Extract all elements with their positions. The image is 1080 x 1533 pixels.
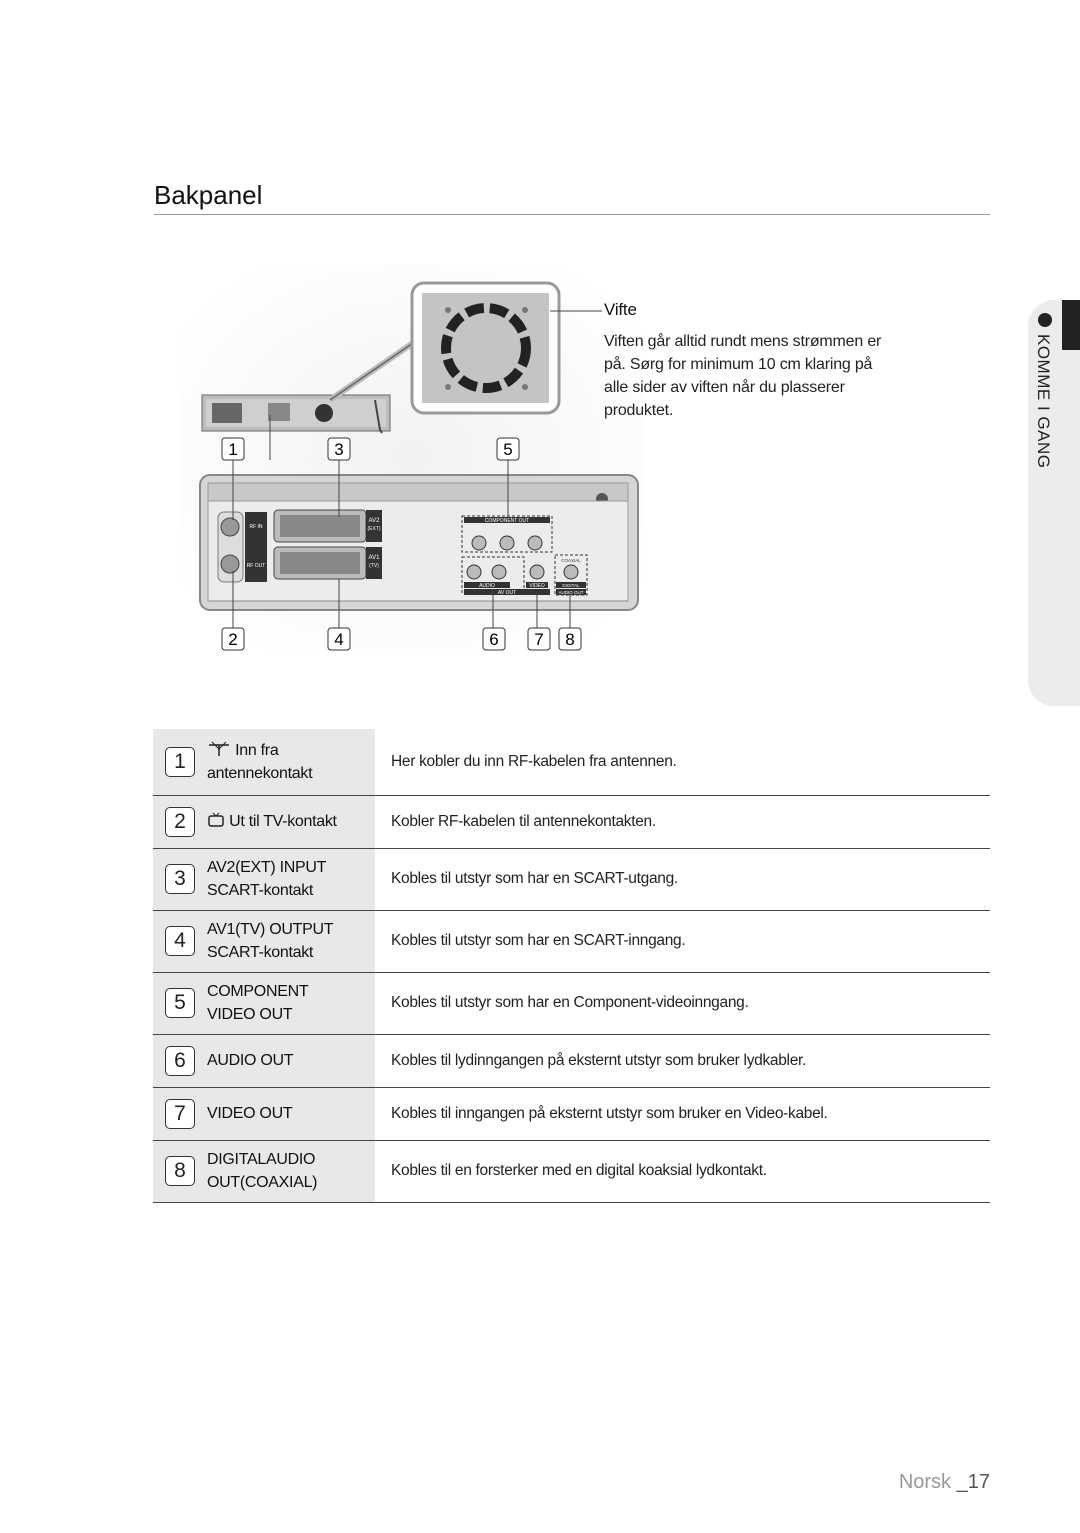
svg-text:4: 4 <box>334 630 343 649</box>
svg-text:AV1: AV1 <box>369 555 381 561</box>
item-description: Kobles til en forsterker med en digital … <box>391 1162 767 1179</box>
item-number: 1 <box>165 746 195 777</box>
table-row: 8 DIGITALAUDIO OUT(COAXIAL) Kobles til e… <box>153 1140 990 1202</box>
row-label-cell: 8 DIGITALAUDIO OUT(COAXIAL) <box>153 1140 375 1202</box>
item-description: Kobles til utstyr som har en SCART-innga… <box>391 932 686 949</box>
item-number: 7 <box>165 1098 195 1129</box>
svg-text:AUDIO OUT: AUDIO OUT <box>558 590 583 595</box>
page-footer: Norsk _17 <box>899 1471 990 1494</box>
svg-text:5: 5 <box>503 440 512 459</box>
svg-text:VIDEO: VIDEO <box>529 583 545 589</box>
item-description: Kobles til utstyr som har en SCART-utgan… <box>391 870 678 887</box>
row-label-cell: 3 AV2(EXT) INPUT SCART-kontakt <box>153 848 375 910</box>
callout-5-top: 5 <box>496 437 520 461</box>
connector-table: 1 Inn fra antennekontakt Her kobler du i… <box>153 729 990 1203</box>
item-description: Kobles til lydinngangen på eksternt utst… <box>391 1051 807 1069</box>
svg-text:3: 3 <box>334 440 343 459</box>
callout-3-top: 3 <box>327 437 351 461</box>
svg-text:COMPONENT OUT: COMPONENT OUT <box>485 518 529 524</box>
svg-text:AUDIO: AUDIO <box>479 583 495 589</box>
callout-1-top: 1 <box>221 437 245 461</box>
item-label: VIDEO OUT <box>207 1105 293 1122</box>
tv-icon <box>208 812 224 827</box>
svg-text:AV OUT: AV OUT <box>498 590 516 596</box>
fan-description: Viften går alltid rundt mens strømmen er… <box>604 333 882 419</box>
table-row: 5 COMPONENT VIDEO OUT Kobles til utstyr … <box>153 972 990 1034</box>
item-label: Ut til TV-kontakt <box>229 813 337 830</box>
page-number: _17 <box>956 1471 990 1493</box>
antenna-icon <box>209 741 229 756</box>
item-number: 3 <box>165 864 195 894</box>
svg-text:(TV): (TV) <box>369 563 379 569</box>
row-label-cell: 4 AV1(TV) OUTPUT SCART-kontakt <box>153 910 375 972</box>
player-overview <box>201 394 391 434</box>
callout-8-bottom: 8 <box>558 627 582 651</box>
table-row: 6 AUDIO OUT Kobles til lydinngangen på e… <box>153 1034 990 1087</box>
table-row: 3 AV2(EXT) INPUT SCART-kontakt Kobles ti… <box>153 848 990 910</box>
svg-text:(EXT): (EXT) <box>367 526 380 532</box>
bullet-icon <box>1038 313 1052 327</box>
footer-language: Norsk <box>898 1471 952 1493</box>
item-number: 6 <box>165 1045 195 1076</box>
row-label-cell: 7 VIDEO OUT <box>153 1087 375 1140</box>
item-description: Her kobler du inn RF-kabelen fra antenne… <box>391 752 677 770</box>
svg-text:COAXIAL: COAXIAL <box>561 558 581 563</box>
row-label-cell: 5 COMPONENT VIDEO OUT <box>153 972 375 1034</box>
item-label: COMPONENT VIDEO OUT <box>207 983 309 1023</box>
table-row: 1 Inn fra antennekontakt Her kobler du i… <box>153 729 990 795</box>
item-label: AV2(EXT) INPUT SCART-kontakt <box>207 859 326 899</box>
fan-label: Vifte <box>604 300 637 319</box>
item-description: Kobles til inngangen på eksternt utstyr … <box>391 1104 828 1122</box>
page-title: Bakpanel <box>154 180 263 210</box>
item-label: DIGITALAUDIO OUT(COAXIAL) <box>207 1151 318 1191</box>
leader-lines <box>232 415 571 628</box>
svg-text:7: 7 <box>534 630 543 649</box>
table-row: 4 AV1(TV) OUTPUT SCART-kontakt Kobles ti… <box>153 910 990 972</box>
item-label: AV1(TV) OUTPUT SCART-kontakt <box>207 921 333 961</box>
table-row: 2 Ut til TV-kontakt Kobler RF-kabelen ti… <box>153 795 990 848</box>
rear-panel: RF IN RF OUT AV2 (EXT) AV1 (TV) COMPONEN… <box>199 474 639 611</box>
item-number: 8 <box>165 1156 195 1186</box>
rear-panel-diagram: 1 3 5 RF IN RF OUT AV2 (EXT) AV1 (TV) <box>180 265 645 651</box>
svg-text:DIGITAL: DIGITAL <box>562 583 580 588</box>
svg-text:6: 6 <box>489 630 498 649</box>
section-side-tab <box>1028 300 1080 706</box>
callout-7-bottom: 7 <box>527 627 551 651</box>
item-label: AUDIO OUT <box>207 1052 294 1069</box>
side-tab-label: KOMME I GANG <box>1034 334 1053 469</box>
svg-text:8: 8 <box>565 630 574 649</box>
item-label: Inn fra antennekontakt <box>207 741 313 782</box>
callout-6-bottom: 6 <box>482 627 506 651</box>
row-label-cell: 1 Inn fra antennekontakt <box>153 729 375 795</box>
item-description: Kobles til utstyr som har en Component-v… <box>391 994 749 1011</box>
item-number: 4 <box>165 926 195 956</box>
fan-zoom <box>410 281 561 415</box>
item-description: Kobler RF-kabelen til antennekontakten. <box>391 812 656 830</box>
row-label-cell: 6 AUDIO OUT <box>153 1034 375 1087</box>
svg-text:1: 1 <box>228 440 237 459</box>
item-number: 2 <box>165 806 195 837</box>
svg-text:RF OUT: RF OUT <box>247 563 266 569</box>
svg-text:RF IN: RF IN <box>249 524 262 530</box>
row-label-cell: 2 Ut til TV-kontakt <box>153 795 375 848</box>
title-divider <box>154 214 990 215</box>
item-number: 5 <box>165 988 195 1018</box>
table-row: 7 VIDEO OUT Kobles til inngangen på ekst… <box>153 1087 990 1140</box>
callout-4-bottom: 4 <box>327 627 351 651</box>
callout-2-bottom: 2 <box>221 627 245 651</box>
svg-text:AV2: AV2 <box>369 518 381 524</box>
side-tab-marker <box>1062 300 1080 350</box>
svg-text:2: 2 <box>228 630 237 649</box>
